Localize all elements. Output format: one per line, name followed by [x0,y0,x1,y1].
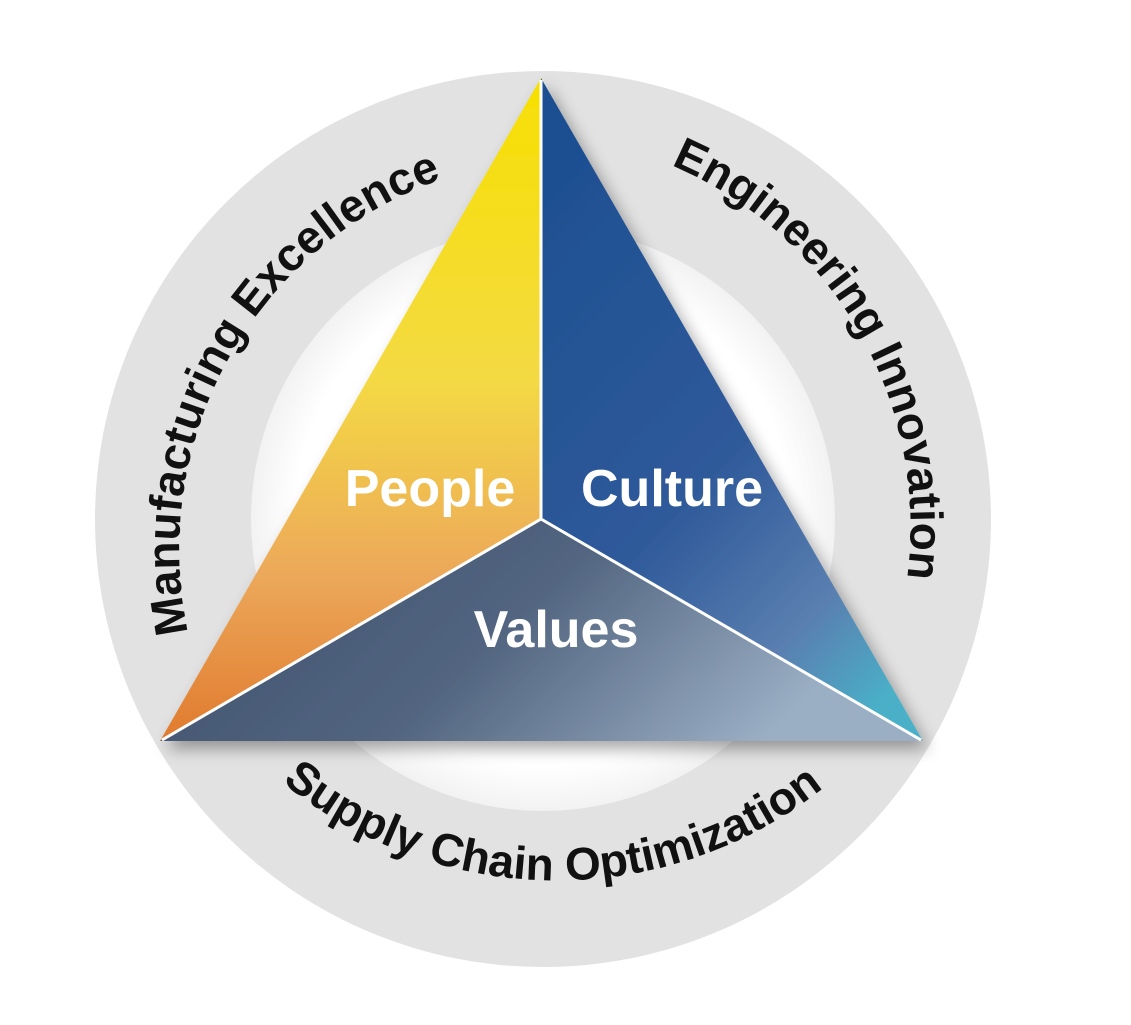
people-label: People [345,460,516,518]
values-label: Values [474,601,639,659]
triangle-divider-right [540,517,922,742]
triangle [160,78,923,742]
culture-label: Culture [581,460,763,518]
people-wedge [160,78,541,741]
triangle-divider-left [161,517,542,742]
culture-wedge [541,78,923,741]
values-wedge [160,519,923,741]
